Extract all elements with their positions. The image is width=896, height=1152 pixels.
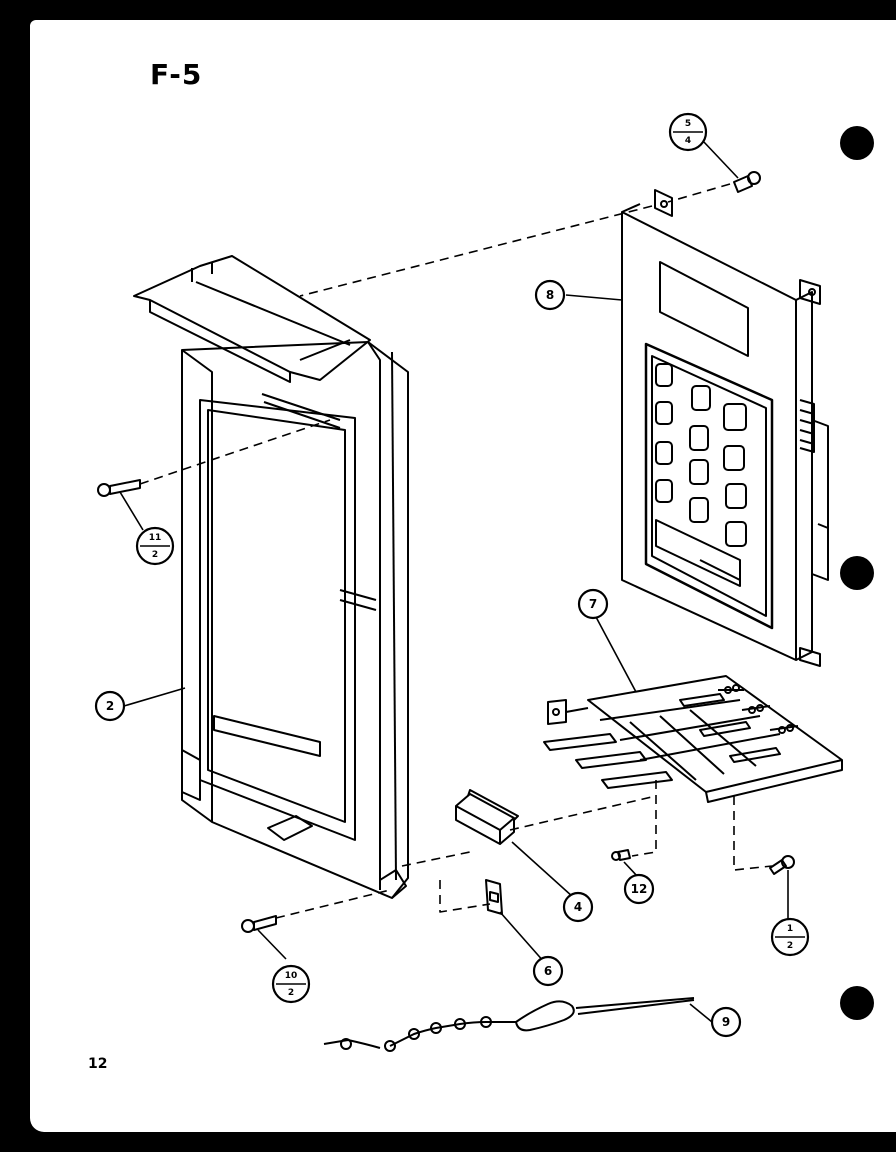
- screw-5-4: [733, 171, 761, 193]
- callout-8-circle: [534, 279, 566, 311]
- assembly-lines: [139, 183, 773, 919]
- callout-5-4-bottom: 4: [685, 136, 691, 146]
- callout-9-circle: [710, 1006, 742, 1038]
- callout-7: 7: [589, 597, 597, 611]
- binder-hole-middle: [840, 556, 874, 590]
- callout-11-2-top: 11: [149, 533, 162, 543]
- door-frame-part: [133, 255, 409, 899]
- temperature-probe-part: [323, 997, 695, 1052]
- callout-2: 2: [106, 699, 114, 713]
- callout-4-circle: [562, 891, 594, 923]
- page-number: 12: [88, 1056, 108, 1072]
- leader-lines: [119, 140, 789, 1023]
- callout-9: 9: [722, 1015, 730, 1029]
- callout-7-circle: [577, 588, 609, 620]
- figure-label: F-5: [150, 58, 203, 91]
- switch-part: [455, 789, 519, 845]
- callout-10-2-top: 10: [285, 971, 298, 981]
- callout-1-2-top: 1: [787, 924, 793, 934]
- callout-11-2-bottom: 2: [152, 550, 158, 560]
- screw-12: [611, 849, 631, 861]
- callout-6: 6: [544, 964, 552, 978]
- callout-4: 4: [574, 900, 582, 914]
- callout-12-circle: [623, 873, 655, 905]
- paper-sheet: [30, 20, 896, 1132]
- callout-12: 12: [631, 882, 648, 896]
- binder-hole-top: [840, 126, 874, 160]
- binder-hole-bottom: [840, 986, 874, 1020]
- callout-10-2-bottom: 2: [288, 988, 294, 998]
- callout-8: 8: [546, 288, 554, 302]
- bracket-part: [485, 879, 503, 915]
- screw-10-2: [241, 915, 277, 933]
- switch-assembly-part: [543, 675, 843, 803]
- screw-1-2: [769, 855, 795, 875]
- callout-5-4-top: 5: [685, 119, 691, 129]
- screw-11-2: [97, 479, 141, 497]
- callout-1-2-bottom: 2: [787, 941, 793, 951]
- control-panel-part: [621, 189, 829, 667]
- callout-6-circle: [532, 955, 564, 987]
- callout-2-circle: [94, 690, 126, 722]
